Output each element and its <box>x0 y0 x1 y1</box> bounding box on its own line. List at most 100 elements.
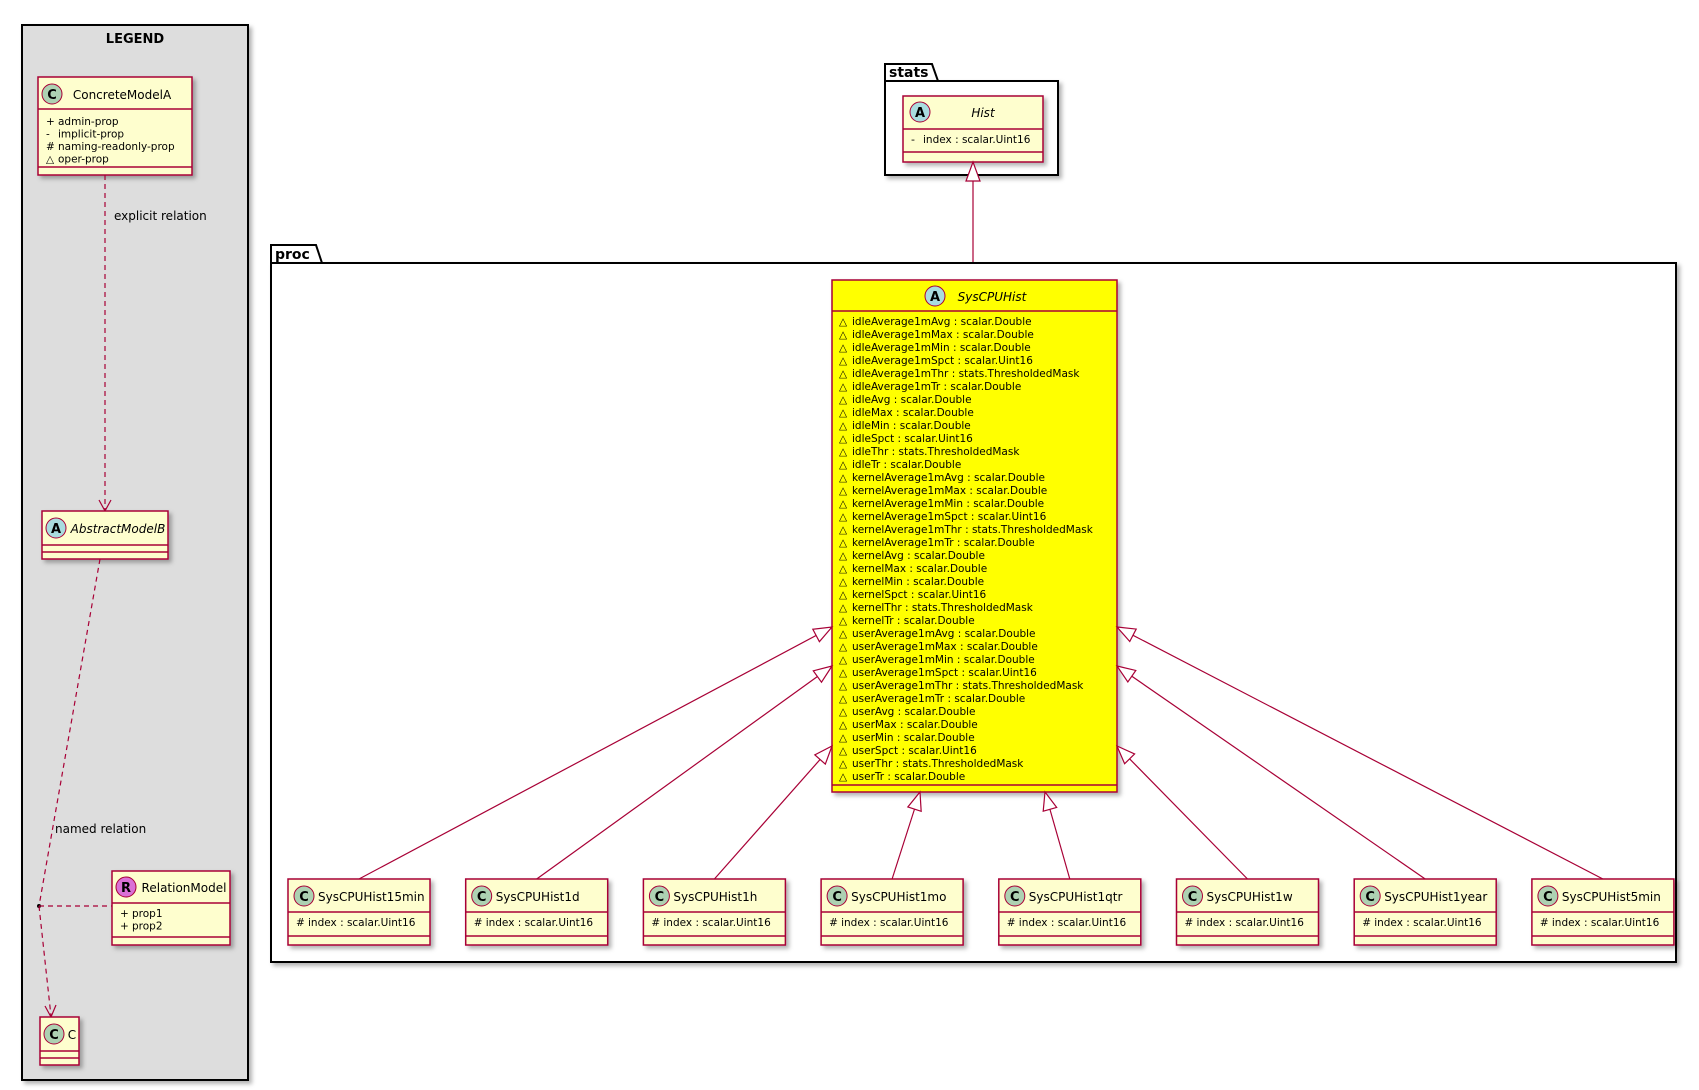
class-badge-icon <box>471 885 493 907</box>
attr-visibility: # <box>474 917 483 929</box>
attr-visibility: △ <box>839 693 848 705</box>
abstract-badge-icon <box>45 517 67 539</box>
attr-visibility: △ <box>839 446 848 458</box>
attr-text: admin-prop <box>58 116 119 128</box>
attr-text: kernelAverage1mThr : stats.ThresholdedMa… <box>852 524 1094 536</box>
class-badge-icon <box>1359 885 1381 907</box>
class-badge-icon <box>1182 885 1203 907</box>
attr-visibility: △ <box>839 654 848 666</box>
explicit-relation-label: explicit relation <box>114 209 207 223</box>
child-class-syscpuhist1d[interactable]: C SysCPUHist1d #index : scalar.Uint16 <box>464 878 609 946</box>
attr-text: prop2 <box>132 921 163 933</box>
attr-visibility: - <box>46 129 50 141</box>
class-badge-letter: C <box>477 890 487 905</box>
attr-text: oper-prop <box>58 154 109 166</box>
class-badge-letter: C <box>299 890 309 905</box>
attr-text: index : scalar.Uint16 <box>486 917 594 929</box>
attr-text: index : scalar.Uint16 <box>308 917 416 929</box>
inheritance-edge <box>536 665 833 880</box>
attr-visibility: △ <box>839 537 848 549</box>
attr-visibility: △ <box>839 641 848 653</box>
attr-text: userThr : stats.ThresholdedMask <box>852 758 1024 770</box>
attr-text: idleAverage1mSpct : scalar.Uint16 <box>852 355 1033 367</box>
class-badge-icon <box>648 885 670 907</box>
inheritance-arrowhead <box>1042 790 1058 813</box>
legend-title: LEGEND <box>106 32 165 47</box>
attr-visibility: △ <box>839 381 848 393</box>
attr-text: userAverage1mMin : scalar.Double <box>852 654 1035 666</box>
attr-text: index : scalar.Uint16 <box>663 917 771 929</box>
attr-text: idleAverage1mAvg : scalar.Double <box>852 316 1032 328</box>
attr-visibility: # <box>829 917 838 929</box>
attr-text: userAverage1mSpct : scalar.Uint16 <box>852 667 1037 679</box>
inheritance-edge <box>1116 745 1248 880</box>
attr-visibility: △ <box>839 563 848 575</box>
attr-visibility: - <box>911 133 915 146</box>
attr-text: index : scalar.Uint16 <box>841 917 949 929</box>
attr-visibility: △ <box>839 368 848 380</box>
attr-text: index : scalar.Uint16 <box>1552 917 1660 929</box>
attr-text: idleAverage1mMin : scalar.Double <box>852 342 1031 354</box>
legend-c-class[interactable]: C C <box>39 1016 80 1066</box>
attr-visibility: △ <box>839 628 848 640</box>
attr-visibility: △ <box>839 719 848 731</box>
attr-text: naming-readonly-prop <box>58 141 175 153</box>
attr-visibility: △ <box>839 459 848 471</box>
class-badge-icon <box>1537 885 1559 907</box>
attr-visibility: # <box>296 917 305 929</box>
class-badge-letter: C <box>49 1028 59 1043</box>
legend-concrete-class[interactable]: C ConcreteModelA +admin-prop-implicit-pr… <box>37 76 193 176</box>
class-name: C <box>68 1028 76 1042</box>
syscpuhist-class[interactable]: A SysCPUHist △idleAverage1mAvg : scalar.… <box>831 279 1118 793</box>
attr-visibility: # <box>651 917 660 929</box>
attr-visibility: △ <box>839 329 848 341</box>
legend-abstract-class[interactable]: A AbstractModelB <box>41 510 169 560</box>
hist-class[interactable]: A Hist - index : scalar.Uint16 <box>902 95 1044 163</box>
class-badge-icon <box>826 885 848 907</box>
class-name: RelationModel <box>142 881 227 895</box>
attr-visibility: # <box>1362 917 1371 929</box>
attr-text: userAverage1mThr : stats.ThresholdedMask <box>852 680 1084 692</box>
abstract-badge-letter: A <box>930 290 940 305</box>
attr-visibility: △ <box>839 589 848 601</box>
attr-text: idleMax : scalar.Double <box>852 407 974 419</box>
abstract-badge-letter: A <box>915 106 925 121</box>
attr-text: idleAverage1mMax : scalar.Double <box>852 329 1034 341</box>
inheritance-arrowhead <box>812 665 834 684</box>
attr-visibility: # <box>1007 917 1016 929</box>
attr-text: index : scalar.Uint16 <box>923 134 1031 146</box>
attr-text: idleAverage1mTr : scalar.Double <box>852 381 1021 393</box>
attr-visibility: △ <box>839 758 848 770</box>
attr-text: kernelSpct : scalar.Uint16 <box>852 589 987 601</box>
abstract-badge-icon <box>909 101 931 123</box>
attr-visibility: # <box>46 141 55 153</box>
inheritance-arrowhead <box>813 744 834 766</box>
attr-visibility: △ <box>839 602 848 614</box>
class-name: SysCPUHist1d <box>496 890 580 904</box>
inheritance-arrowhead <box>811 626 834 643</box>
attr-text: userMin : scalar.Double <box>852 732 975 744</box>
attr-visibility: △ <box>839 511 848 523</box>
attr-visibility: △ <box>839 680 848 692</box>
attr-visibility: △ <box>839 433 848 445</box>
attr-visibility: + <box>46 116 55 128</box>
class-badge-icon <box>43 1023 65 1045</box>
attr-visibility: △ <box>839 342 848 354</box>
attr-text: kernelAverage1mMax : scalar.Double <box>852 485 1047 497</box>
class-badge-letter: C <box>1365 890 1375 905</box>
attr-visibility: △ <box>839 394 848 406</box>
attr-text: userTr : scalar.Double <box>852 771 965 783</box>
class-badge-letter: C <box>47 88 57 103</box>
attr-text: kernelAverage1mTr : scalar.Double <box>852 537 1035 549</box>
attr-visibility: △ <box>839 732 848 744</box>
class-badge-icon <box>41 83 63 105</box>
attr-text: kernelAvg : scalar.Double <box>852 550 985 562</box>
legend-relation-model[interactable]: R RelationModel +prop1+prop2 <box>111 870 231 946</box>
